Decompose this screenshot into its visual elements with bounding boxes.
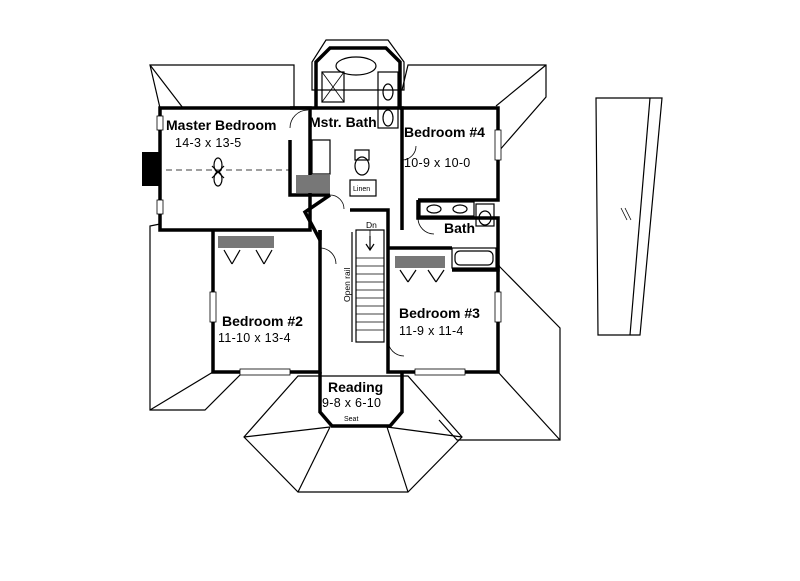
reading-size: 9-8 x 6-10 [322, 396, 381, 410]
bedroom3-size: 11-9 x 11-4 [399, 324, 464, 338]
door-swings [289, 109, 435, 357]
bath-label: Bath [444, 220, 475, 236]
master-bath-fixtures [311, 56, 399, 197]
master-bath-label: Mstr. Bath [309, 114, 377, 130]
linen-note: Linen [353, 186, 370, 193]
bath-fixtures [419, 201, 497, 269]
bedroom4-label: Bedroom #4 [404, 124, 485, 140]
bedroom2-label: Bedroom #2 [222, 313, 303, 329]
roof-outline [149, 39, 663, 493]
reading-label: Reading [328, 379, 383, 395]
closets [218, 175, 445, 283]
staircase [351, 229, 385, 343]
ceiling-fan-icon [166, 157, 290, 187]
stair-down-note: Dn [366, 220, 377, 230]
windows [156, 115, 502, 376]
bedroom2-size: 11-10 x 13-4 [218, 331, 291, 345]
seat-note: Seat [344, 416, 358, 423]
master-bedroom-size: 14-3 x 13-5 [175, 136, 242, 150]
bedroom3-label: Bedroom #3 [399, 305, 480, 321]
chimney [142, 152, 160, 186]
master-bedroom-label: Master Bedroom [166, 117, 276, 133]
bedroom4-size: 10-9 x 10-0 [404, 156, 471, 170]
open-rail-note: Open rail [342, 267, 352, 302]
